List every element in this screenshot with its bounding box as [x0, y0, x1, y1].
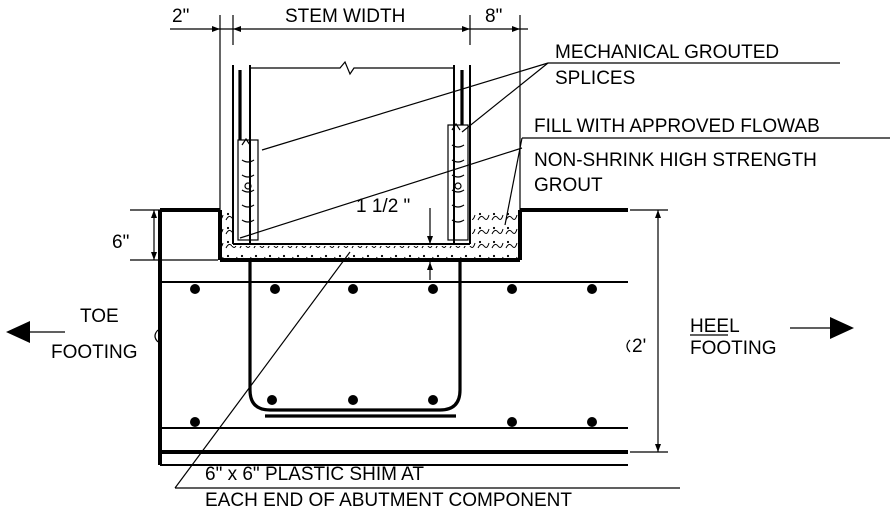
heel-arrow-icon [830, 317, 854, 339]
rebar-dot [587, 284, 597, 294]
left-mechanical-splice [237, 70, 259, 241]
right-mechanical-splice [447, 70, 469, 241]
dim-6in-line [130, 209, 218, 261]
dim-1-5in-label: 1 1/2 " [356, 196, 410, 217]
toe-label-2: FOOTING [51, 342, 138, 363]
toe-label-1: TOE [80, 306, 119, 327]
rebar-dot [507, 284, 517, 294]
dim-1-5in-line [427, 208, 433, 280]
mech-splices-label-1: MECHANICAL GROUTED [555, 42, 779, 63]
footing-rebar [248, 260, 462, 418]
mech-splices-label-2: SPLICES [555, 68, 635, 89]
stem-width-label: STEM WIDTH [285, 6, 405, 27]
rebar-dot [348, 395, 358, 405]
rebar-dot [428, 284, 438, 294]
rebar-dot [190, 284, 200, 294]
dim-2ft-line [630, 209, 668, 453]
rebar-dot [507, 417, 517, 427]
rebar-dot [428, 395, 438, 405]
heel-label-2: FOOTING [690, 338, 777, 359]
leader-lines [174, 62, 890, 489]
stem-component [232, 60, 471, 245]
keyway-pocket [160, 208, 628, 262]
rebar-dot [267, 395, 277, 405]
dim-8in-label: 8" [485, 6, 502, 27]
flowable-fill-label: FILL WITH APPROVED FLOWAB [534, 116, 820, 137]
grout-label-1: NON-SHRINK HIGH STRENGTH [534, 150, 817, 171]
rebar-dots [190, 284, 597, 427]
rebar-dot [587, 417, 597, 427]
toe-arrow-icon [6, 321, 30, 343]
shim-label-2: EACH END OF ABUTMENT COMPONENT [205, 490, 572, 511]
top-dimension-line [170, 15, 528, 210]
heel-label-1: HEEL [690, 316, 740, 337]
dim-6in-label: 6" [112, 232, 129, 253]
dim-2in-label: 2" [172, 6, 189, 27]
rebar-dot [190, 417, 200, 427]
grout-label-2: GROUT [534, 175, 603, 196]
dim-2ft-label: 2' [632, 336, 646, 357]
rebar-dot [270, 284, 280, 294]
shim-label-1: 6" x 6" PLASTIC SHIM AT [205, 464, 424, 485]
rebar-dot [348, 284, 358, 294]
footing [154, 210, 631, 466]
